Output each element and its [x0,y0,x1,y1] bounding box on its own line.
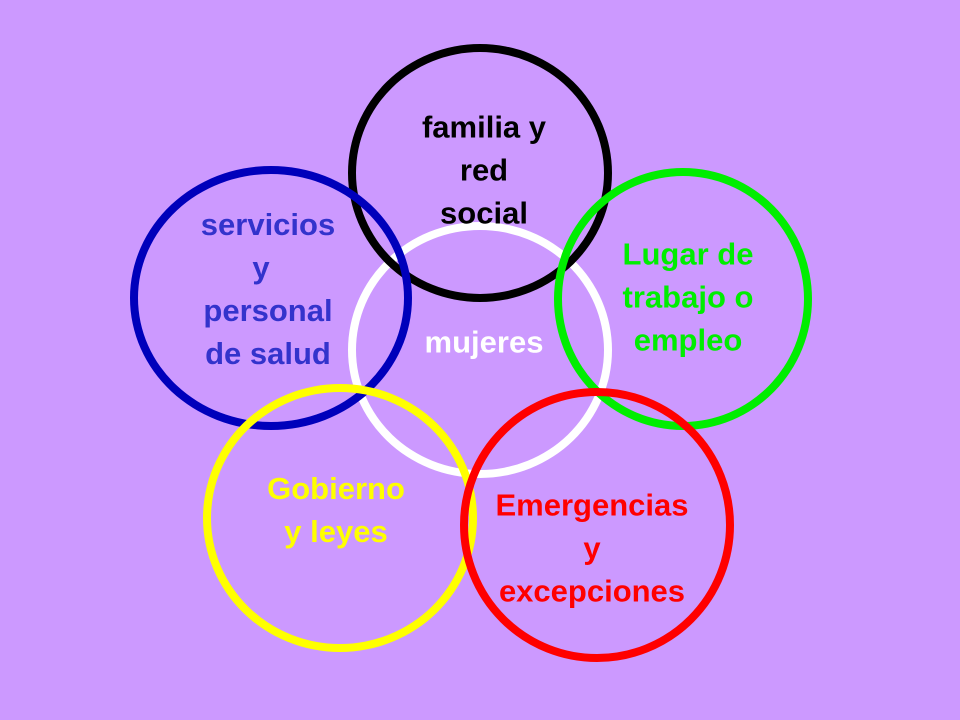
label-emergencias-line: y [583,530,601,566]
label-mujeres-text: mujeres [424,324,544,360]
label-trabajo-line: trabajo o [622,279,754,315]
label-mujeres: mujeres [425,321,544,364]
label-servicios-line: servicios [200,207,336,242]
label-familia-line: social [440,195,528,231]
label-trabajo-line: Lugar de [622,236,754,272]
label-gobierno-line: Gobierno [267,471,405,506]
label-gobierno: Gobierno y leyes [267,467,405,553]
label-servicios-line: de salud [205,336,331,371]
ring-emergencias [460,388,734,662]
ring-familia [348,44,612,302]
label-servicios-line: personal [203,293,333,328]
label-emergencias-line: excepciones [498,573,686,609]
label-servicios: servicios y personal de salud [201,203,335,375]
label-emergencias: Emergencias y excepciones [496,484,689,613]
label-familia-line: red [459,152,509,188]
label-gobierno-line: y leyes [284,514,388,549]
label-servicios-line: y [252,250,270,285]
label-familia-line: familia y [421,109,547,145]
label-familia: familia y red social [422,106,546,235]
label-emergencias-line: Emergencias [495,487,689,523]
label-trabajo-line: empleo [633,322,743,358]
label-trabajo: Lugar de trabajo o empleo [623,233,754,362]
